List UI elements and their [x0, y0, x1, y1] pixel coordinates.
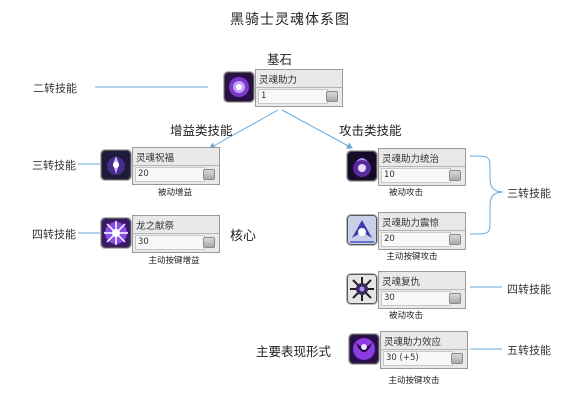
label-third-job-right: 三转技能 — [507, 187, 551, 200]
skill-level: 1 — [258, 89, 328, 104]
skill-name: 龙之献祭 — [136, 221, 175, 232]
label-fourth-job-right: 四转技能 — [507, 283, 551, 296]
skill-card-soul-contract[interactable]: 灵魂助力 1 — [224, 69, 348, 107]
label-attack-skills: 攻击类技能 — [339, 123, 402, 138]
label-fifth-job-right: 五转技能 — [507, 344, 551, 357]
soul-effect-icon — [349, 334, 379, 364]
skill-caption: 被动攻击 — [388, 188, 423, 198]
skill-caption: 主动按键攻击 — [386, 252, 438, 262]
arrow-to-attack — [281, 109, 353, 149]
soul-shock-icon — [347, 215, 377, 245]
level-up-button[interactable] — [449, 293, 461, 304]
arrow-to-buff — [209, 109, 279, 149]
soul-dominion-icon — [347, 151, 377, 181]
skill-card-soul-shock[interactable]: 灵魂助力震惊 20 — [347, 212, 471, 250]
skill-caption: 主动按键增益 — [148, 256, 200, 266]
level-up-button[interactable] — [449, 170, 461, 181]
skill-level: 20 — [381, 232, 451, 247]
skill-caption: 主动按键攻击 — [388, 376, 440, 386]
skill-name: 灵魂助力效应 — [384, 337, 442, 348]
label-base-stone: 基石 — [267, 52, 293, 67]
level-up-button[interactable] — [451, 353, 463, 364]
skill-card-soul-blessing[interactable]: 灵魂祝福 20 — [101, 147, 225, 185]
skill-card-soul-revenge[interactable]: 灵魂复仇 30 — [347, 271, 471, 309]
soul-blessing-icon — [101, 150, 131, 180]
skill-card-dragon-sacrifice[interactable]: 龙之献祭 30 — [101, 215, 225, 253]
soul-revenge-icon — [347, 274, 377, 304]
skill-level: 10 — [381, 168, 451, 183]
level-up-button[interactable] — [326, 91, 338, 102]
label-main-form: 主要表现形式 — [256, 344, 332, 359]
skill-card-soul-effect[interactable]: 灵魂助力效应 30 (+5) — [349, 331, 473, 369]
skill-level: 30 (+5) — [383, 351, 453, 366]
skill-caption: 被动攻击 — [388, 311, 423, 321]
soul-orb-icon — [224, 72, 254, 102]
label-second-job: 二转技能 — [33, 82, 77, 95]
skill-level: 30 — [381, 291, 451, 306]
skill-card-soul-dominion[interactable]: 灵魂助力统治 10 — [347, 148, 471, 186]
skill-name: 灵魂复仇 — [382, 277, 421, 288]
level-up-button[interactable] — [203, 169, 215, 180]
label-buff-skills: 增益类技能 — [170, 123, 233, 138]
skill-level: 30 — [135, 235, 205, 250]
dragon-sacrifice-icon — [101, 218, 131, 248]
brace-third-job-right — [469, 155, 504, 235]
skill-level: 20 — [135, 167, 205, 182]
skill-name: 灵魂助力震惊 — [382, 218, 440, 229]
level-up-button[interactable] — [449, 234, 461, 245]
label-core: 核心 — [230, 229, 257, 244]
skill-name: 灵魂祝福 — [136, 153, 175, 164]
label-third-job-left: 三转技能 — [32, 159, 76, 172]
skill-name: 灵魂助力统治 — [382, 154, 440, 165]
skill-caption: 被动增益 — [157, 188, 192, 198]
label-fourth-job-left: 四转技能 — [32, 228, 76, 241]
level-up-button[interactable] — [203, 237, 215, 248]
skill-name: 灵魂助力 — [259, 75, 298, 86]
diagram-title: 黑骑士灵魂体系图 — [230, 12, 350, 28]
